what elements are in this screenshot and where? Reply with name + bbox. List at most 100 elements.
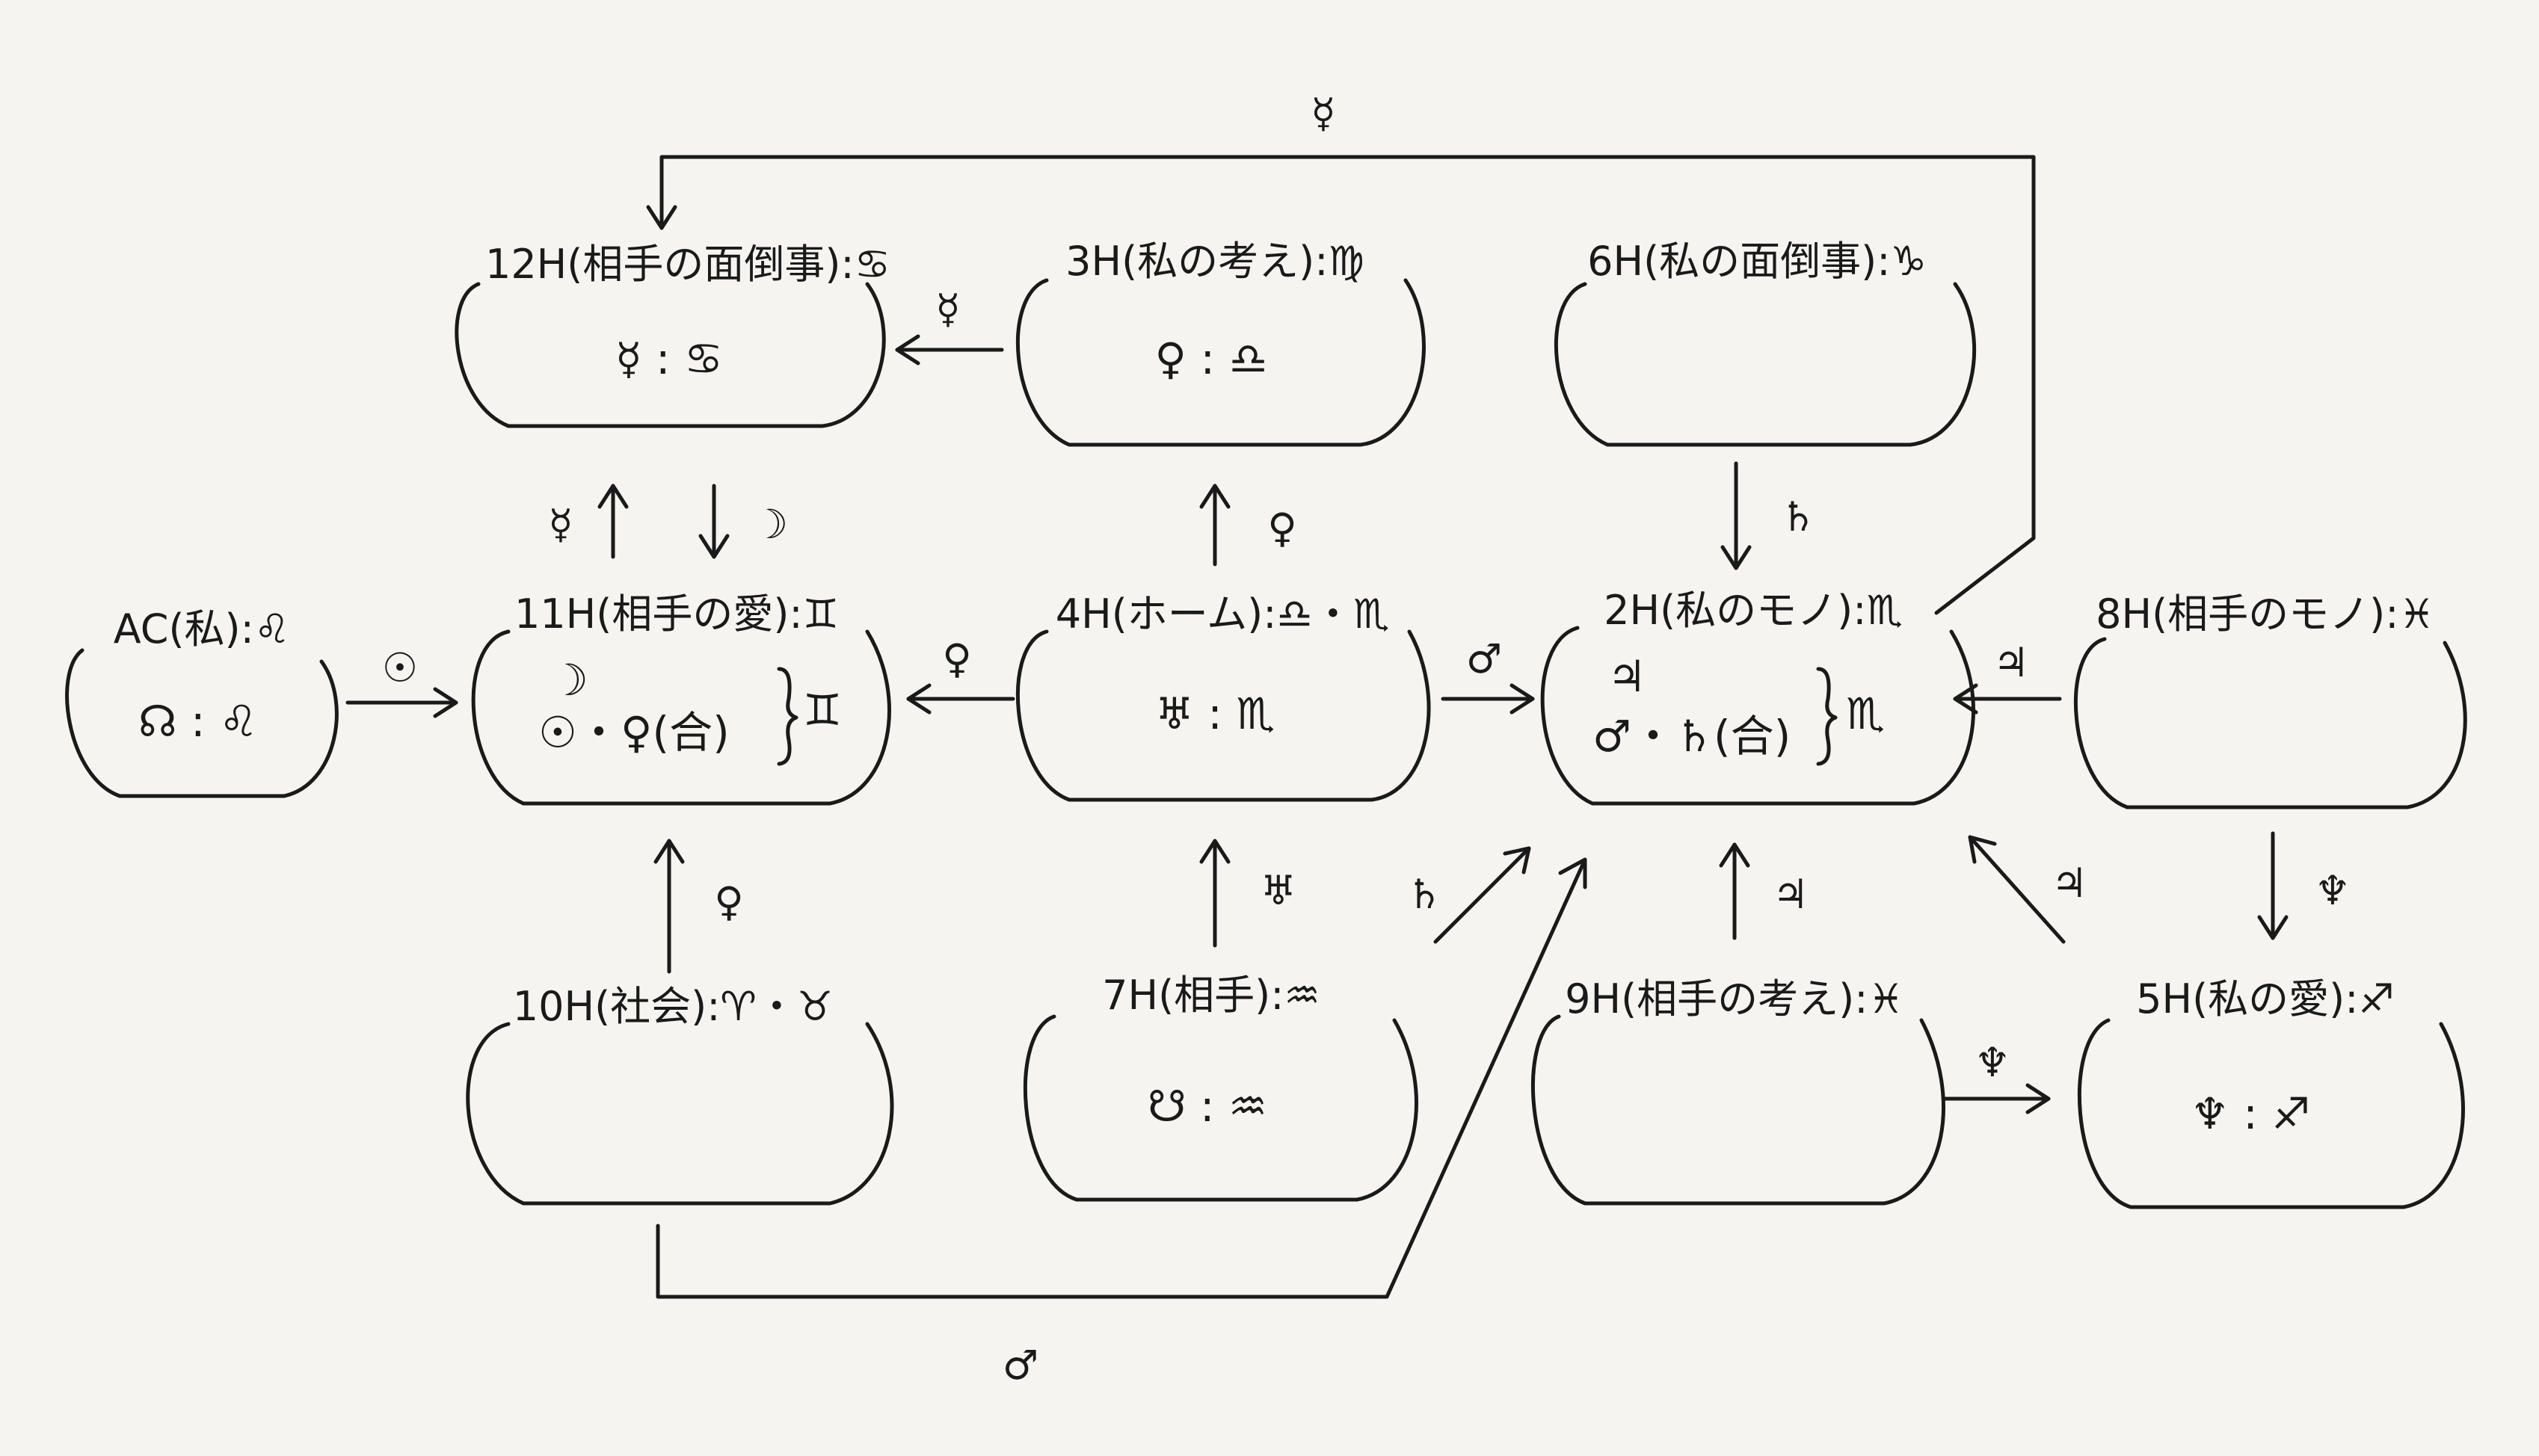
node-h5-line-1: ♆ : ♐ [2191,1088,2310,1139]
node-h3-shape [1015,278,1426,447]
node-h11-line-1: ☽ [550,655,588,706]
edge-e6-label: ♀ [942,635,972,682]
node-h2-bracket [1816,667,1838,766]
edge-e16-line [1433,846,1531,944]
edge-e14-label: ♆ [2315,867,2351,914]
node-h6-title: 6H(私の面倒事):♑ [1587,238,1927,285]
edge-e1-arrowhead [433,687,458,718]
node-ac-title: AC(私):♌ [114,605,290,653]
edge-e13-label: ♃ [2052,860,2087,907]
node-h5-title: 5H(私の愛):♐ [2136,975,2395,1022]
edge-e16-arrowhead [1503,846,1531,874]
node-h10: 10H(社会):♈・♉ [466,983,894,1206]
edge-e15-arrowhead [2025,1083,2051,1114]
node-h8-title: 8H(相手のモノ):♓ [2096,590,2435,638]
edge-e13-line [1968,835,2066,944]
edge-e9: ♂ [1441,635,1535,715]
node-h9: 9H(相手の考え):♓ [1530,975,1945,1206]
node-ac: AC(私):♌ ☊ : ♌ [65,605,339,798]
node-h7-title: 7H(相手):♒ [1102,972,1320,1019]
edge-e10-arrowhead [1720,545,1752,570]
node-h3-line-1: ♀ : ♎ [1155,333,1268,384]
node-h4: 4H(ホーム):♎・♏ ♅ : ♏ [1015,590,1431,802]
node-h3-title: 3H(私の考え):♍ [1065,238,1364,285]
node-h9-shape [1530,1014,1945,1206]
node-h12-shape [455,282,886,428]
edge-e11-label: ♃ [1993,639,2029,686]
edge-e16: ♄ [1406,846,1531,944]
edge-e5-arrowhead [1199,484,1231,509]
node-ac-line-1: ☊ : ♌ [138,696,258,747]
edge-e8-label: ♅ [1261,867,1296,914]
node-h11-title: 11H(相手の愛):♊ [514,590,839,638]
edge-e3-arrowhead [698,534,730,559]
edge-e5-label: ♀ [1267,505,1297,552]
node-h4-title: 4H(ホーム):♎・♏ [1056,590,1390,638]
edge-e1-label: ☉ [382,644,418,691]
edge-e18-arrowhead [646,205,677,230]
edge-e17-arrowhead [1558,857,1587,889]
node-h12-line-1: ☿ : ♋ [615,333,723,384]
edge-e16-label: ♄ [1406,871,1442,918]
node-h7: 7H(相手):♒ ☋ : ♒ [1023,972,1418,1202]
node-h5: 5H(私の愛):♐ ♆ : ♐ [2077,975,2465,1209]
node-h10-title: 10H(社会):♈・♉ [513,983,833,1030]
node-h5-shape [2077,1018,2465,1209]
edge-e8-arrowhead [1199,839,1231,864]
edge-e3: ☽ [698,484,788,559]
node-h2-line-2: ♂・♄(合) [1592,711,1791,762]
edge-e14-arrowhead [2257,915,2289,940]
node-h12-title: 12H(相手の面倒事):♋ [485,241,890,288]
edge-e4-arrowhead [895,334,920,365]
edge-e8: ♅ [1199,839,1296,948]
node-h3: 3H(私の考え):♍ ♀ : ♎ [1015,238,1426,447]
edge-e13-arrowhead [1968,835,1997,864]
edge-e2: ☿ [548,484,629,559]
node-h2-title: 2H(私のモノ):♏ [1604,587,1903,634]
edge-e17-label: ♂ [1003,1342,1038,1389]
edge-e2-label: ☿ [548,501,573,548]
edge-e4: ☿ [895,286,1004,365]
node-h2: 2H(私のモノ):♏ ♃ ♂・♄(合) ♏ [1540,587,1975,806]
node-h11-line-2: ☉・♀(合) [538,707,730,758]
edge-e18-line [659,155,2036,615]
edge-e18-label: ☿ [1311,90,1335,137]
node-h8: 8H(相手のモノ):♓ [2073,590,2467,809]
node-h6: 6H(私の面倒事):♑ [1554,238,1977,447]
edge-e7-arrowhead [653,839,685,864]
node-h7-shape [1023,1014,1418,1202]
edge-e15-label: ♆ [1975,1039,2010,1086]
node-h9-title: 9H(相手の考え):♓ [1565,975,1904,1022]
edge-e12-label: ♃ [1773,871,1809,918]
edge-e7-label: ♀ [714,878,744,925]
edge-e6: ♀ [906,635,1015,715]
node-h12: 12H(相手の面倒事):♋ ☿ : ♋ [455,241,890,428]
node-h2-shape [1540,626,1975,806]
node-h7-line-1: ☋ : ♒ [1148,1081,1267,1132]
node-h11: 11H(相手の愛):♊ ☽ ☉・♀(合) ♊ [471,590,891,806]
node-h4-line-1: ♅ : ♏ [1155,688,1275,739]
node-ac-shape [65,648,339,798]
node-h8-shape [2073,637,2467,809]
edge-e10-label: ♄ [1780,493,1816,540]
node-h11-bracket-label: ♊ [803,685,842,735]
edge-e18: ☿ [646,90,2036,615]
node-h11-bracket [777,667,798,766]
edge-e5: ♀ [1199,484,1297,567]
edge-e3-label: ☽ [752,501,788,548]
node-h6-shape [1554,282,1977,447]
edge-e4-label: ☿ [935,286,960,333]
edge-e12: ♃ [1719,842,1809,940]
edge-e15: ♆ [1942,1039,2051,1114]
edge-e7: ♀ [653,839,744,974]
edge-e11: ♃ [1953,639,2062,715]
edge-e14: ♆ [2257,831,2351,940]
node-h11-shape [471,629,891,806]
edge-e17-line [656,857,1587,1299]
edge-e11-arrowhead [1953,683,1978,715]
node-h10-shape [466,1022,894,1206]
edge-e10: ♄ [1720,461,1816,570]
edge-e9-arrowhead [1509,683,1535,715]
